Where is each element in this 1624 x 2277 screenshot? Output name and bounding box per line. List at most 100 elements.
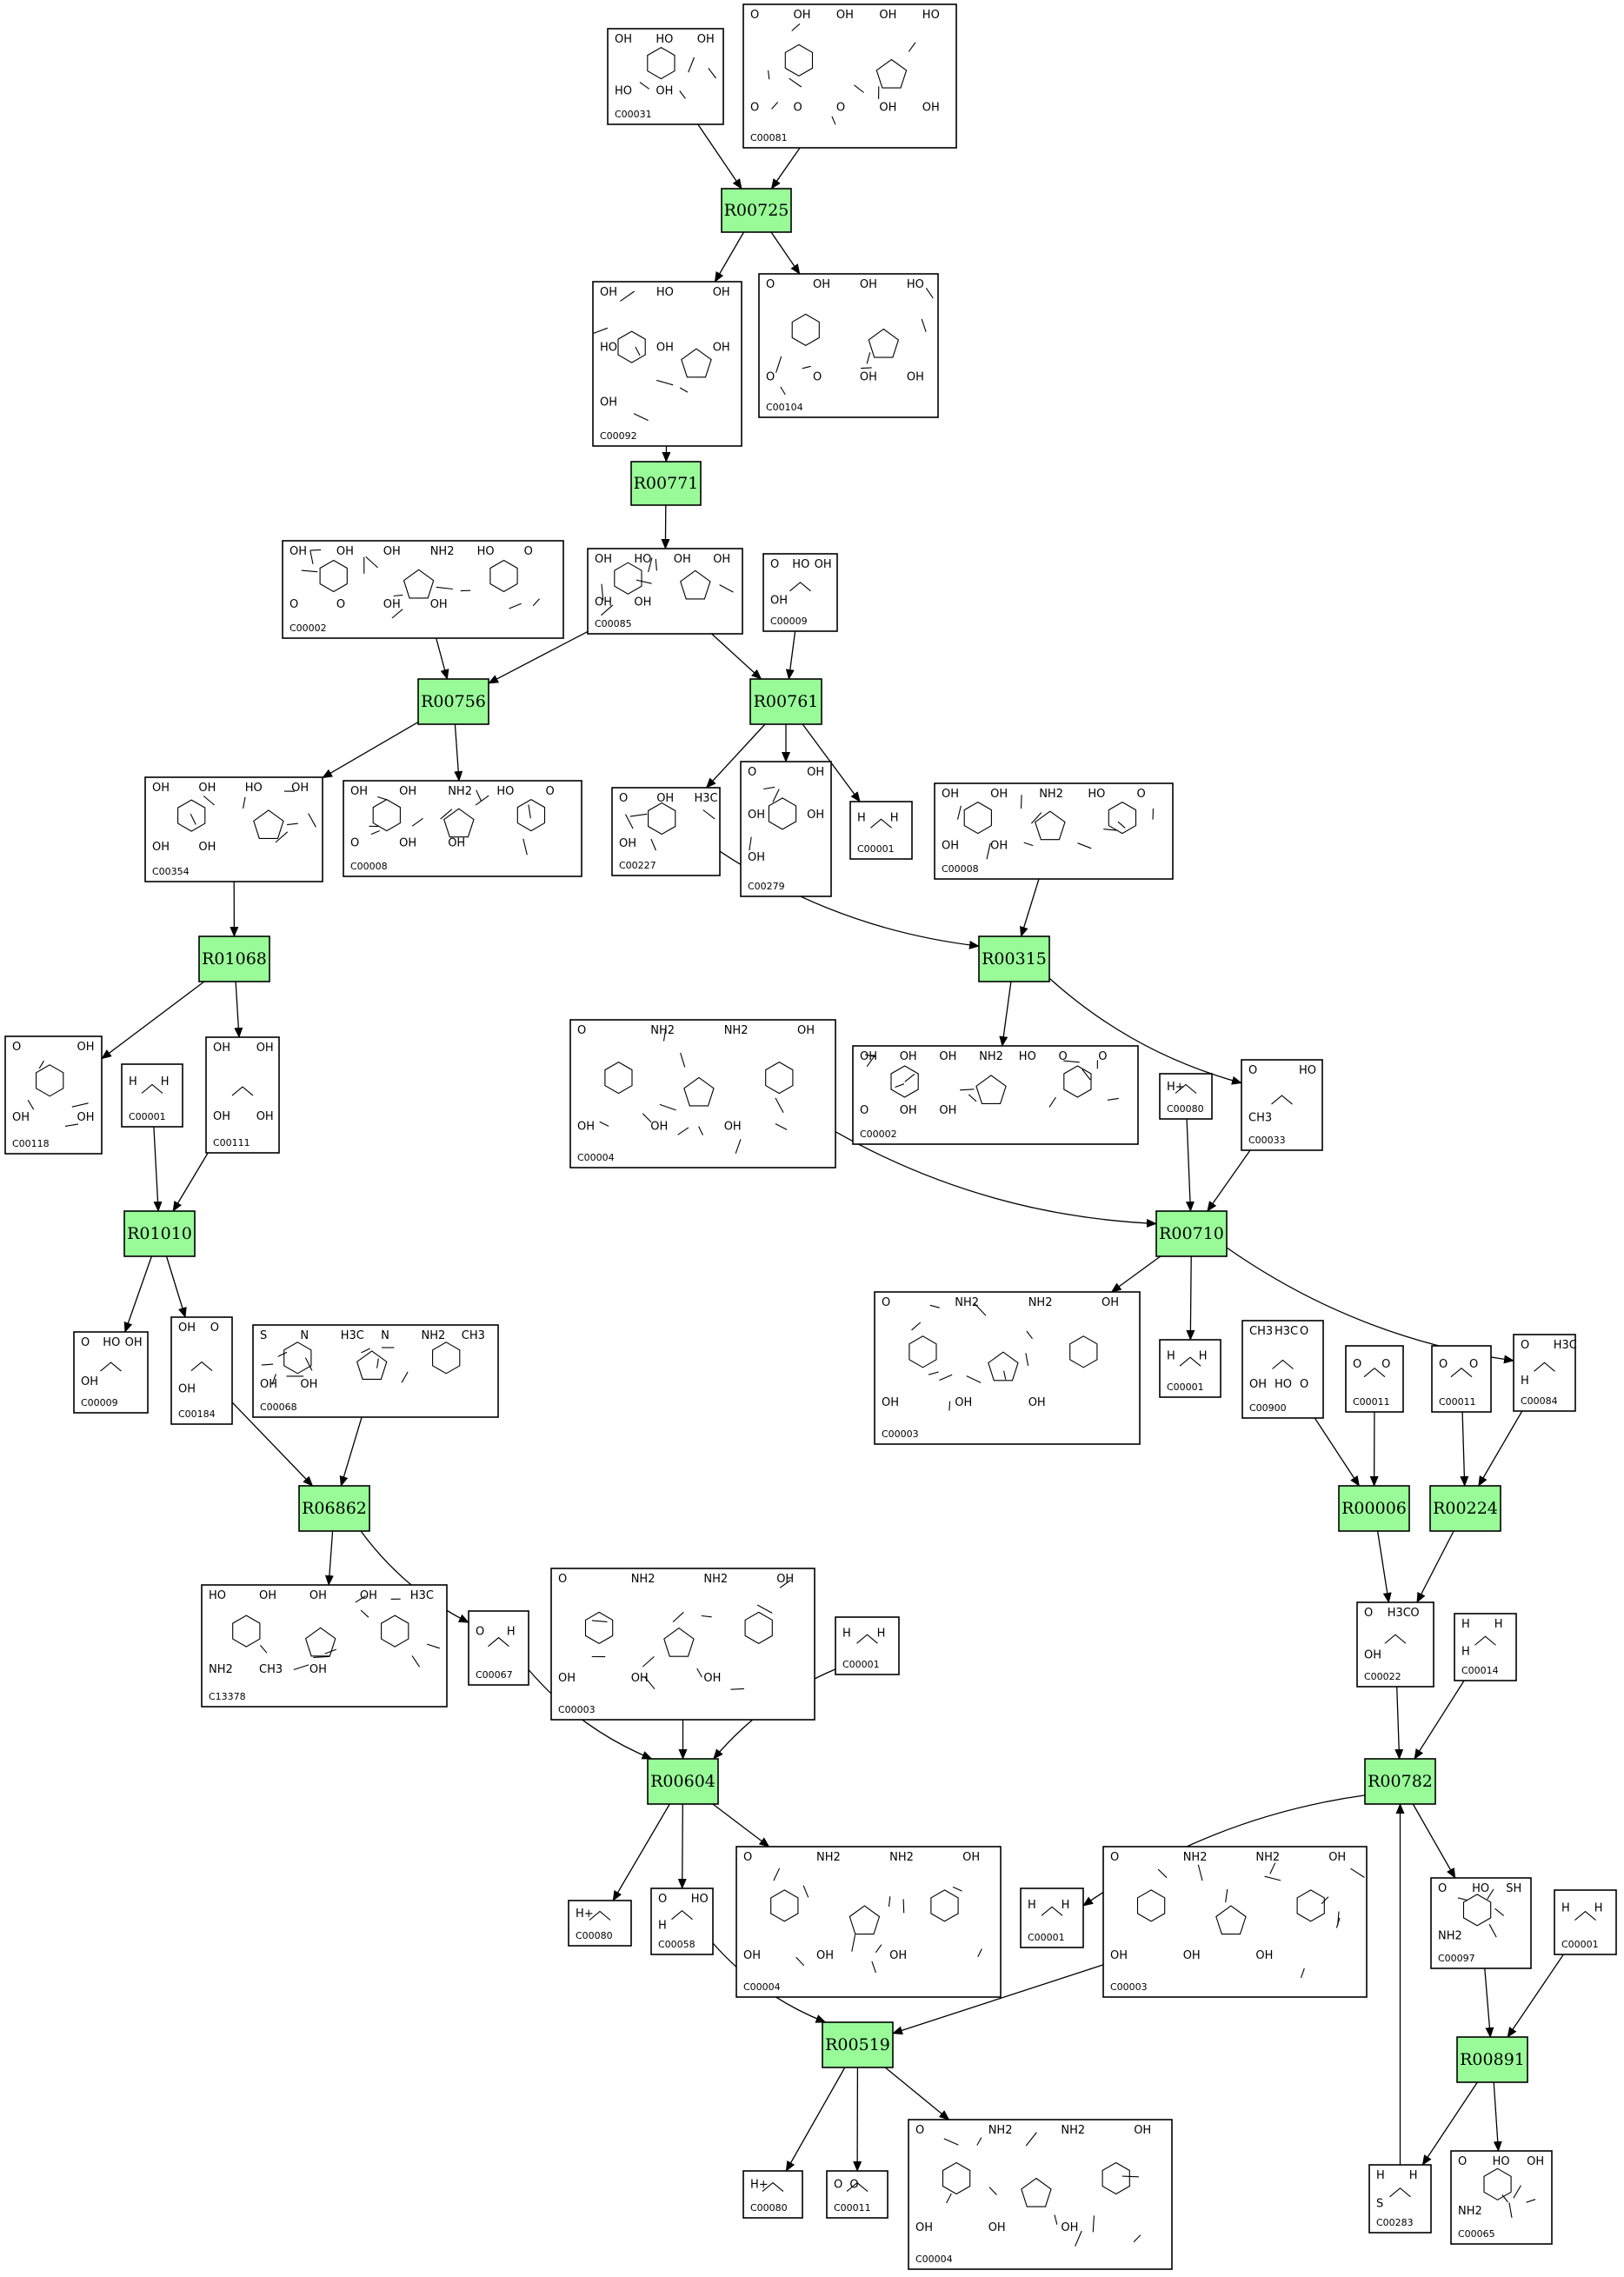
reaction-arrow — [454, 723, 463, 782]
ring-bond — [942, 2161, 971, 2195]
atom-label: H — [857, 812, 866, 825]
atom-label: HO — [1275, 1378, 1292, 1391]
bond-line — [1269, 1862, 1276, 1874]
atom-label: OH — [879, 9, 896, 22]
atom-label: NH2 — [1061, 2124, 1085, 2137]
atom-label: H — [507, 1626, 516, 1639]
bond-line — [925, 287, 934, 299]
compound-proton[interactable]: H+C00080 — [568, 1900, 632, 1947]
ring-bond — [584, 1611, 614, 1645]
reaction-r00761[interactable]: R00761 — [749, 678, 822, 725]
bond-line — [775, 1123, 788, 1130]
ring-bond — [614, 562, 642, 595]
bond-line — [64, 1123, 79, 1127]
compound-id: C00227 — [619, 860, 656, 871]
bond-line — [870, 818, 892, 829]
reaction-r00604[interactable]: R00604 — [647, 1758, 719, 1805]
reaction-r00315[interactable]: R00315 — [978, 935, 1050, 982]
compound-proton[interactable]: H+C00080 — [1159, 1073, 1213, 1120]
atom-label: OH — [860, 1050, 877, 1063]
reaction-arrow — [785, 2067, 846, 2172]
atom-label: OH — [152, 782, 170, 795]
atom-label: OH — [813, 278, 830, 291]
compound-box — [1159, 1339, 1221, 1398]
compound-proton[interactable]: H+C00080 — [742, 2170, 803, 2219]
reaction-r00782[interactable]: R00782 — [1364, 1758, 1436, 1805]
bond-line — [642, 1655, 655, 1668]
bond-line — [864, 1054, 876, 1058]
reaction-r00519[interactable]: R00519 — [822, 2021, 894, 2068]
bond-line — [1335, 1917, 1341, 1928]
reaction-r00771[interactable]: R00771 — [630, 461, 702, 506]
bond-line — [1075, 2230, 1082, 2247]
reaction-arrow — [711, 633, 762, 680]
reaction-r00725[interactable]: R00725 — [721, 188, 792, 233]
reaction-r00891[interactable]: R00891 — [1456, 2036, 1528, 2083]
reaction-r01010[interactable]: R01010 — [123, 1210, 196, 1257]
reaction-arrow — [1507, 1954, 1564, 2038]
reaction-r00756[interactable]: R00756 — [417, 678, 489, 725]
compound-id: C00008 — [942, 863, 979, 875]
bond-line — [635, 346, 641, 356]
reaction-r06862[interactable]: R06862 — [298, 1485, 370, 1532]
atom-label: O — [766, 370, 775, 383]
reaction-r00710[interactable]: R00710 — [1155, 1210, 1228, 1257]
atom-label: OH — [816, 1949, 834, 1962]
bond-line — [355, 1595, 366, 1603]
compound-box — [468, 1610, 529, 1686]
bond-line — [601, 583, 604, 601]
bond-line — [401, 1371, 409, 1383]
compound-box — [1554, 1889, 1617, 1955]
reaction-arrow — [714, 231, 745, 283]
reaction-r00006[interactable]: R00006 — [1338, 1485, 1410, 1532]
reaction-r01068[interactable]: R01068 — [198, 935, 270, 982]
reaction-r00224[interactable]: R00224 — [1429, 1485, 1501, 1532]
reaction-arrow — [785, 630, 796, 680]
bond-line — [141, 1083, 163, 1094]
